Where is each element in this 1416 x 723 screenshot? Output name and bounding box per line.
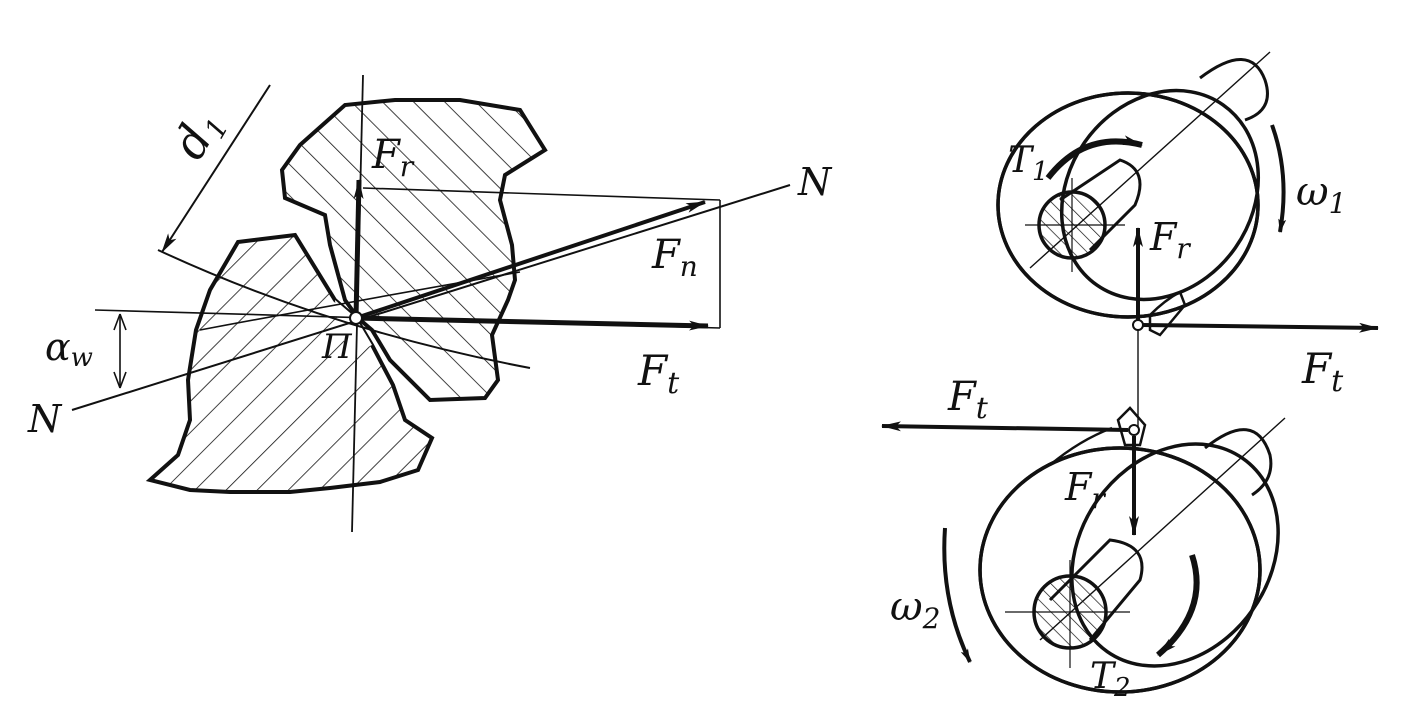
omega2-label: ω2 (890, 584, 940, 635)
n-top-label: N (797, 160, 833, 204)
torque-1-arrow (1045, 135, 1143, 180)
upper-gear-tooth-section (279, 98, 548, 403)
gear-2: Ft Fr ω2 T2 (881, 374, 1286, 703)
line-of-action (71, 184, 791, 411)
gear-1: T1 ω1 Fr Ft (996, 58, 1379, 399)
torque-2-arrow (1156, 554, 1200, 658)
gear2-ft-label: Ft (947, 374, 989, 426)
left-mesh-view: d1 Fr N Fn αw П Ft N (27, 74, 833, 533)
alpha-w-label: αw (45, 325, 93, 373)
t1-label: T1 (1008, 140, 1049, 187)
omega-2-arrow (942, 527, 972, 663)
gear1-ft-label: Ft (1301, 344, 1344, 399)
d1-dimension-line (161, 84, 271, 253)
omega1-label: ω1 (1296, 169, 1346, 220)
normal-force-arrow (355, 200, 706, 320)
gear2-fr-label: Fr (1064, 465, 1106, 515)
radial-force-arrow (353, 179, 364, 319)
left-ft-label: Ft (637, 346, 680, 401)
gear1-fr-label: Fr (1149, 215, 1191, 265)
t2-label: T2 (1090, 656, 1131, 703)
n-bottom-label: N (27, 397, 63, 441)
pitch-point (349, 311, 363, 325)
d1-label: d1 (161, 100, 235, 170)
gear2-tangential-force (881, 421, 1129, 432)
gear1-tangential-force (1142, 322, 1379, 333)
left-fr-label: Fr (371, 132, 415, 183)
fn-label: Fn (651, 232, 698, 283)
pitch-point-label: П (321, 327, 353, 367)
tangential-force-arrow (355, 315, 709, 331)
pitch-circle-arc (157, 249, 531, 369)
omega-1-arrow (1270, 124, 1287, 233)
right-gear-pair-view: T1 ω1 Fr Ft (881, 51, 1379, 703)
